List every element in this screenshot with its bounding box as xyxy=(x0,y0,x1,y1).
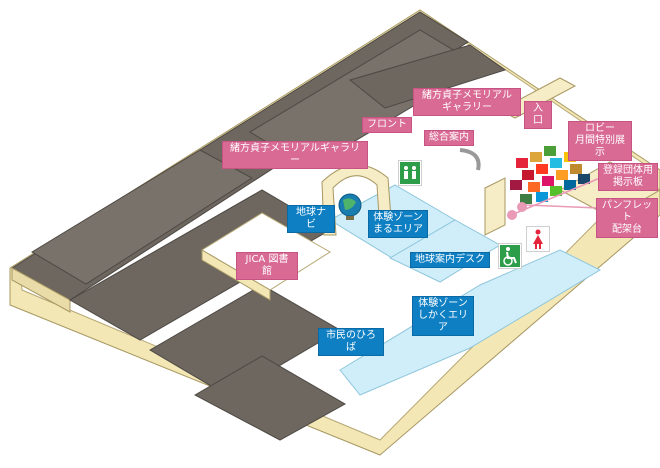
label-lobby-exhibit: ロビー 月間特別展示 xyxy=(568,121,632,161)
label-earth-info-desk: 地球案内デスク xyxy=(410,252,490,268)
board-pillar xyxy=(484,177,506,236)
information-arrow-icon xyxy=(459,148,481,171)
label-experience-zone-maru: 体験ゾーン まるエリア xyxy=(368,210,428,238)
label-pamphlet-rack: パンフレット 配架台 xyxy=(596,198,658,238)
label-information: 総合案内 xyxy=(424,130,474,146)
label-registered-group-board: 登録団体用 掲示板 xyxy=(598,163,658,191)
label-jica-library: JICA 図書館 xyxy=(236,252,298,280)
label-experience-zone-shikaku: 体験ゾーン しかくエリア xyxy=(412,296,474,336)
label-front: フロント xyxy=(362,117,412,133)
back-room-front-face xyxy=(11,267,71,313)
board-pin-icon xyxy=(507,210,517,220)
front-corner-room xyxy=(193,355,347,441)
label-earth-navi: 地球ナビ xyxy=(287,205,335,233)
left-dark-room xyxy=(31,149,253,285)
restroom-icon xyxy=(526,226,550,252)
label-citizens-plaza: 市民のひろば xyxy=(318,328,384,356)
label-entrance: 入口 xyxy=(524,101,552,129)
elevator-icon xyxy=(398,160,422,186)
label-ogata-gallery-left: 緒方貞子メモリアルギャラリー xyxy=(222,141,368,169)
wheelchair-icon xyxy=(498,243,522,269)
gallery-top-room xyxy=(348,44,507,109)
label-ogata-gallery-top: 緒方貞子メモリアル ギャラリー xyxy=(413,88,521,116)
